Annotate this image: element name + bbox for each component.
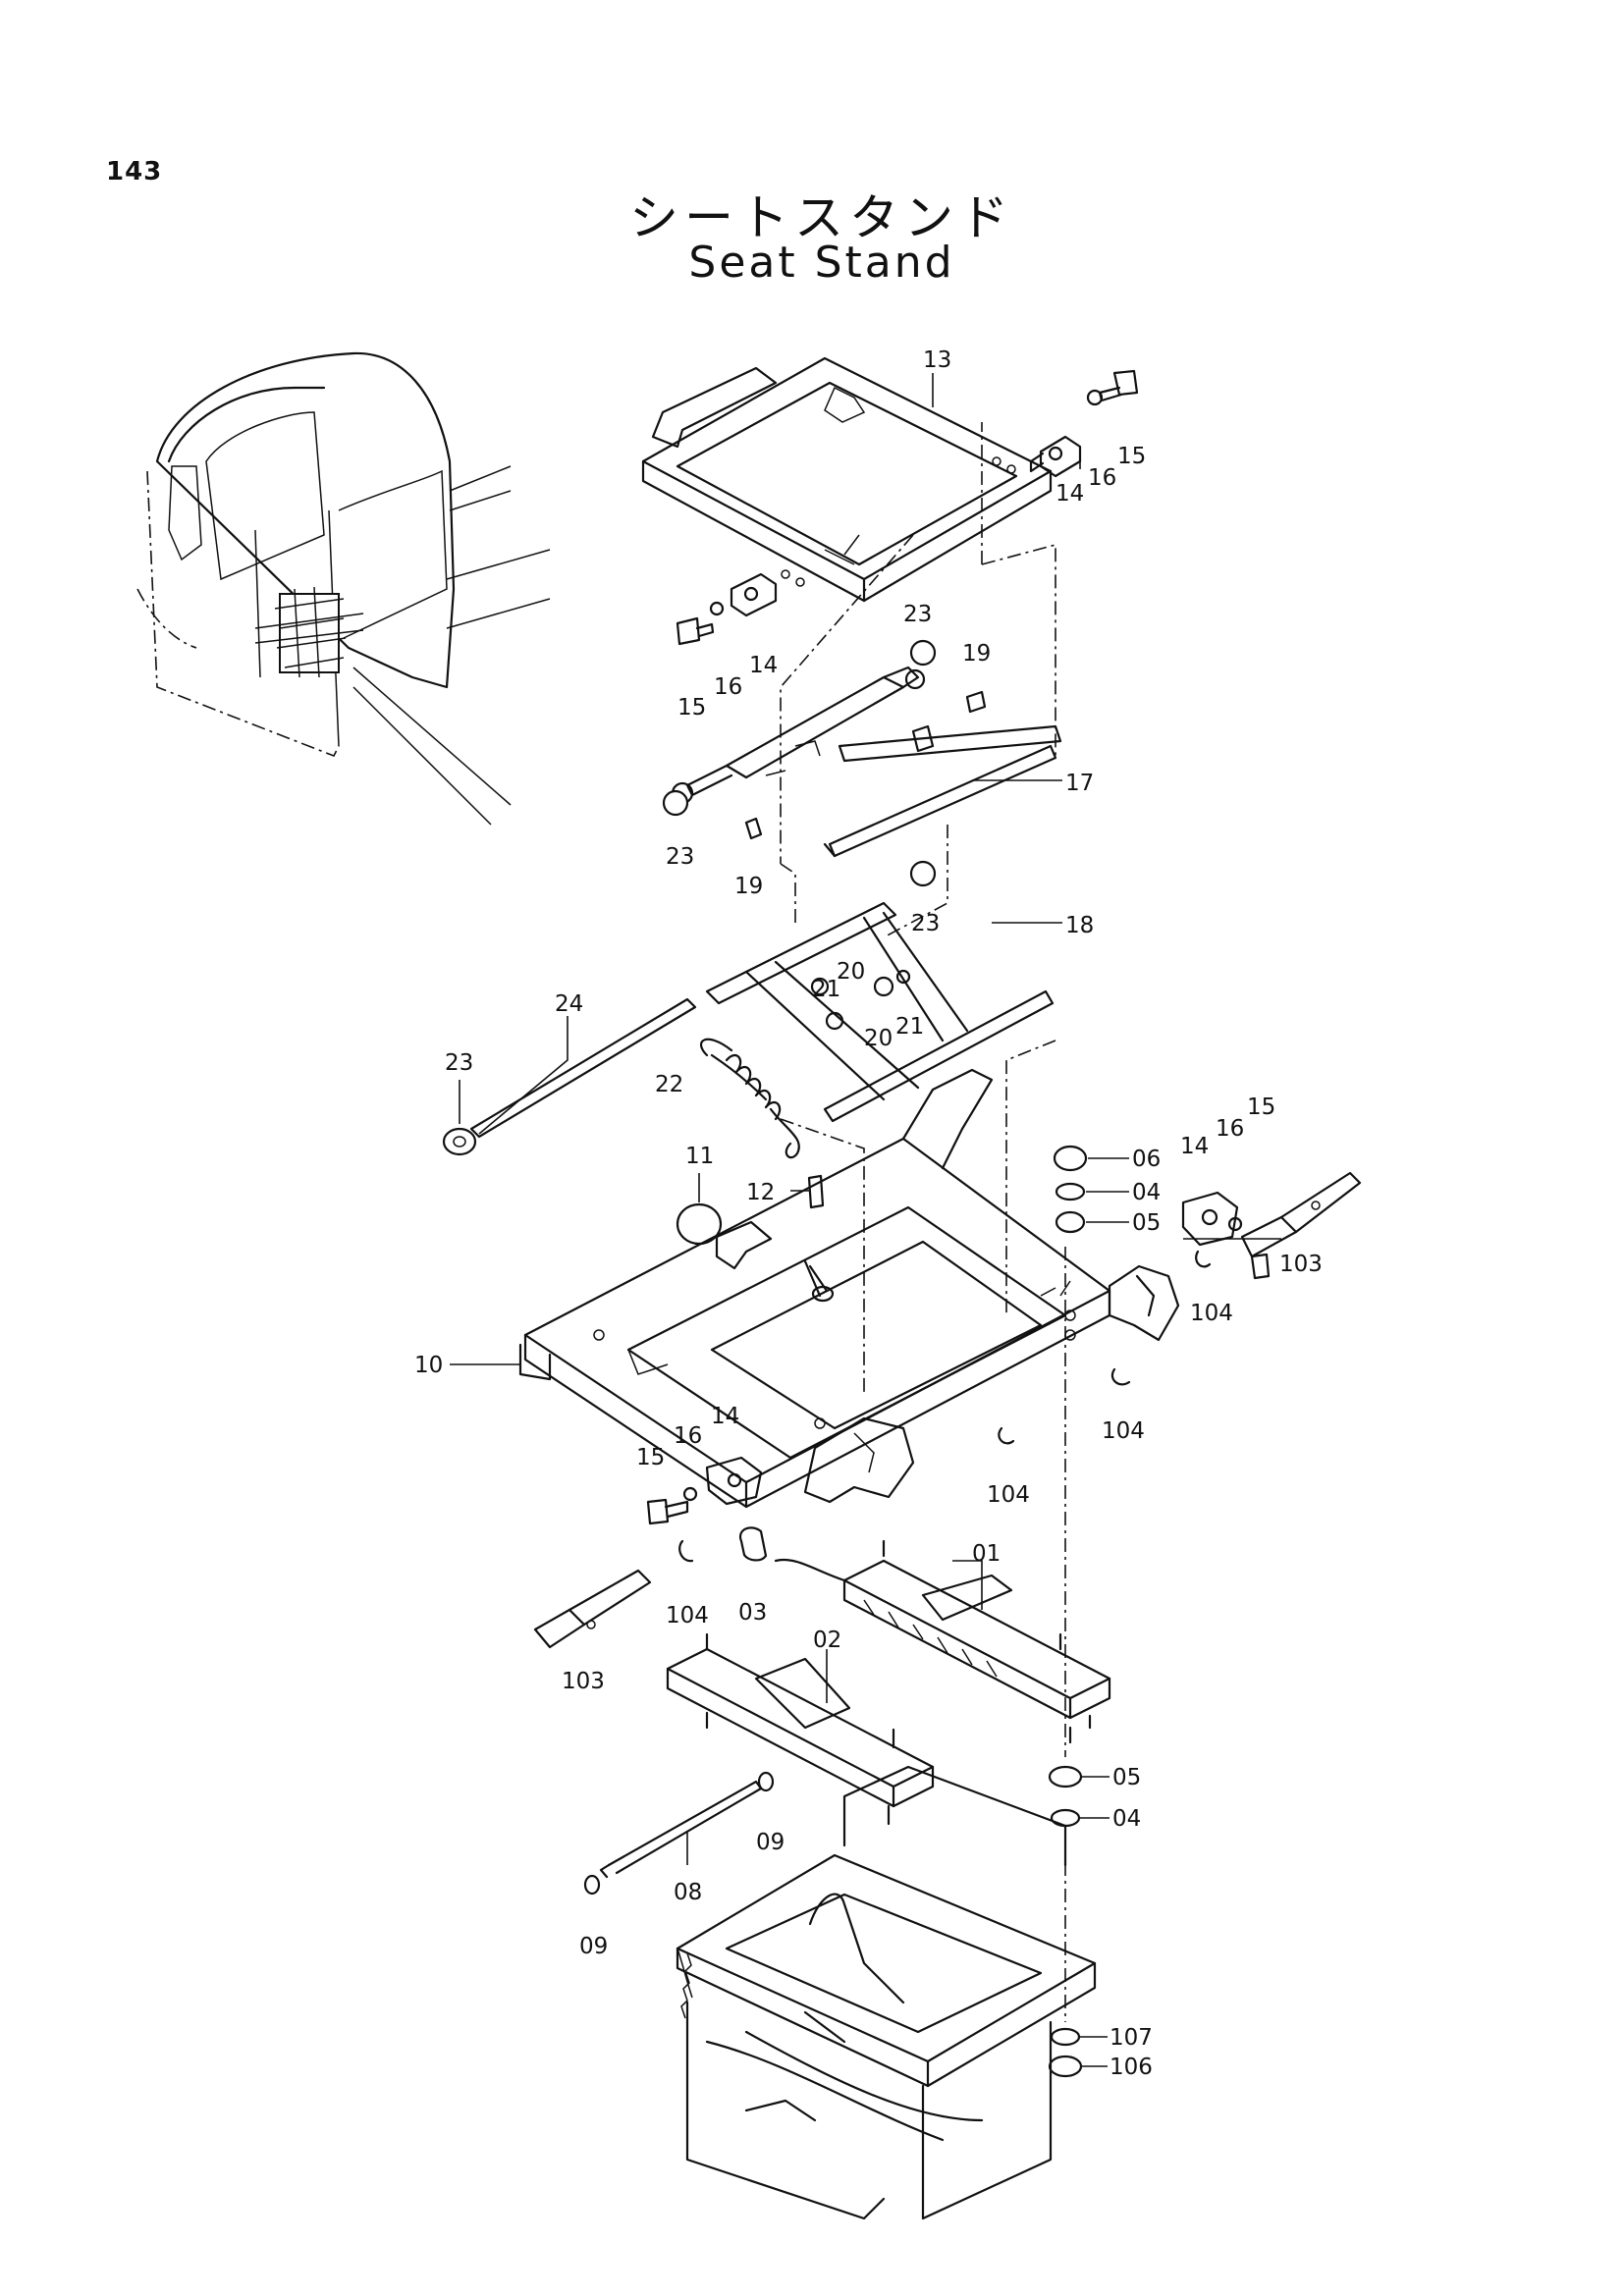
callout-22: 22 (655, 1072, 683, 1097)
pivot-shaft-center (803, 1259, 835, 1303)
callout-104: 104 (1102, 1418, 1145, 1444)
washers-lower-right (1048, 1765, 1083, 1828)
callout-20: 20 (837, 959, 865, 985)
callout-15: 15 (677, 695, 706, 721)
clip-part-104-right-upper (1195, 1250, 1212, 1268)
callout-15: 15 (636, 1445, 665, 1470)
callout-09: 09 (756, 1830, 785, 1855)
callout-16: 16 (1216, 1116, 1244, 1142)
callout-23: 23 (666, 844, 694, 870)
callout-10: 10 (414, 1353, 443, 1378)
callout-15: 15 (1117, 444, 1146, 469)
callout-14: 14 (1180, 1134, 1209, 1159)
upper-link-part-17 (662, 639, 1062, 858)
page-number: 143 (106, 157, 163, 187)
fasteners-upper-left (676, 572, 778, 646)
clip-part-104-center (998, 1426, 1015, 1445)
callout-20: 20 (864, 1026, 893, 1051)
callout-06: 06 (1132, 1147, 1161, 1172)
bracket-left-on-frame (715, 1220, 773, 1270)
bracket-right-upper (1108, 1264, 1180, 1342)
callout-14: 14 (1056, 481, 1084, 507)
callout-01: 01 (972, 1541, 1001, 1567)
callout-16: 16 (714, 674, 742, 700)
leader-lines (450, 373, 1281, 2067)
cap-part-11 (676, 1202, 723, 1246)
callout-106: 106 (1110, 2055, 1153, 2080)
callout-23: 23 (911, 911, 940, 936)
bushing-part-23 (442, 1127, 477, 1156)
bracket-part-14-right (1181, 1191, 1239, 1247)
callout-labels: 13 14 16 15 15 16 14 23 19 17 23 19 23 1… (414, 347, 1323, 2080)
clip-part-104-right-lower (1110, 1367, 1131, 1386)
washers-right (1053, 1145, 1271, 1280)
bracket-lower-center (803, 1416, 915, 1504)
callout-103: 103 (1279, 1252, 1323, 1277)
shaft-part-103-left (533, 1569, 652, 1649)
callout-104: 104 (1190, 1301, 1233, 1326)
callout-18: 18 (1065, 913, 1094, 938)
callout-103: 103 (562, 1669, 605, 1694)
callout-21: 21 (812, 977, 840, 1002)
callout-13: 13 (923, 347, 951, 373)
callout-104: 104 (987, 1482, 1030, 1508)
cab-location-inset (136, 351, 551, 826)
seat-frame-part-13 (641, 356, 1053, 603)
rod-part-08 (599, 1780, 763, 1879)
page-title-english: Seat Stand (688, 238, 955, 288)
slide-rail-part-02 (666, 1632, 935, 1826)
page-title-japanese: シートスタンド (629, 189, 1014, 246)
callout-23: 23 (903, 602, 932, 627)
callout-04: 04 (1112, 1806, 1141, 1832)
spring-part-22 (700, 1038, 800, 1159)
knob-part-03 (738, 1526, 768, 1562)
clip-part-09 (583, 1771, 775, 1896)
callout-24: 24 (555, 991, 583, 1017)
shaft-part-103-right (1240, 1171, 1362, 1258)
callout-08: 08 (674, 1880, 702, 1905)
callout-21: 21 (895, 1014, 924, 1040)
pin-part-12 (807, 1174, 825, 1209)
callout-23: 23 (445, 1050, 473, 1076)
callout-05: 05 (1132, 1210, 1161, 1236)
callout-19: 19 (734, 874, 763, 899)
callout-09: 09 (579, 1934, 608, 1959)
clip-part-104-left (678, 1539, 694, 1563)
callout-104: 104 (666, 1603, 709, 1629)
callout-17: 17 (1065, 771, 1094, 796)
callout-14: 14 (749, 653, 778, 678)
washer-part-107 (1050, 2027, 1081, 2047)
callout-05: 05 (1112, 1765, 1141, 1790)
callout-16: 16 (1088, 465, 1116, 491)
callout-107: 107 (1110, 2025, 1153, 2051)
callout-04: 04 (1132, 1180, 1161, 1205)
callout-19: 19 (962, 641, 991, 667)
lower-link-part-18 (705, 860, 1055, 1123)
pin-part-24 (469, 997, 697, 1139)
callout-03: 03 (738, 1600, 767, 1626)
callout-02: 02 (813, 1628, 841, 1653)
seat-position-marker (254, 586, 364, 678)
suspension-base (676, 1765, 1097, 2220)
bolt-part-15-lower (646, 1486, 698, 1525)
callout-11: 11 (685, 1144, 714, 1169)
callout-14: 14 (711, 1404, 739, 1429)
callout-16: 16 (674, 1423, 702, 1449)
callout-15: 15 (1247, 1095, 1275, 1120)
bracket-part-14-lower (705, 1456, 763, 1506)
nut-part-106 (1048, 2055, 1083, 2078)
assembly-centerlines (780, 422, 1066, 2022)
callout-12: 12 (746, 1180, 775, 1205)
slide-rail-part-01 (774, 1539, 1111, 1744)
